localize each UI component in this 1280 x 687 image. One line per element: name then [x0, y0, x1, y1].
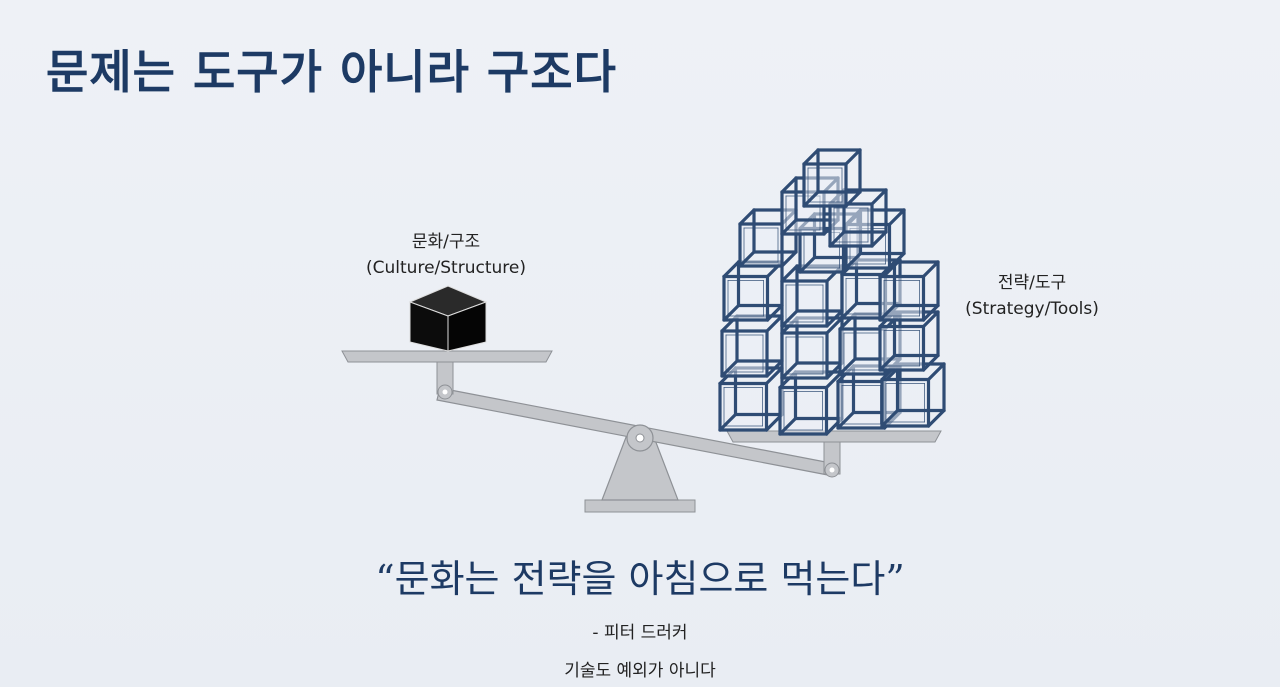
wireframe-cube	[780, 264, 844, 328]
right-pan	[726, 430, 942, 443]
closing-note: 기술도 예외가 아니다	[564, 661, 716, 681]
culture-structure-label: 문화/구조 (Culture/Structure)	[336, 229, 556, 281]
scale-base	[584, 499, 696, 513]
solid-cube-icon	[408, 285, 488, 352]
wireframe-cube	[878, 310, 940, 372]
wireframe-cube	[802, 148, 862, 208]
strategy-tools-label-ko: 전략/도구	[997, 273, 1067, 293]
slide-title: 문제는 도구가 아니라 구조다	[46, 45, 617, 99]
wireframe-cube	[778, 370, 844, 436]
strategy-tools-label: 전략/도구 (Strategy/Tools)	[948, 270, 1116, 322]
culture-structure-label-ko: 문화/구조	[411, 232, 481, 252]
wireframe-cube	[722, 260, 784, 322]
cube-lattice-icon	[718, 148, 946, 436]
wireframe-cube	[720, 314, 784, 378]
culture-structure-label-en: (Culture/Structure)	[366, 258, 526, 278]
quote-author: - 피터 드러커	[592, 623, 688, 643]
strategy-tools-label-en: (Strategy/Tools)	[965, 299, 1099, 319]
wireframe-cube	[878, 260, 940, 322]
left-pan	[341, 350, 553, 363]
drucker-quote: “문화는 전략을 아침으로 먹는다”	[375, 557, 905, 601]
wireframe-cube	[880, 362, 946, 428]
wireframe-cube	[718, 366, 784, 432]
